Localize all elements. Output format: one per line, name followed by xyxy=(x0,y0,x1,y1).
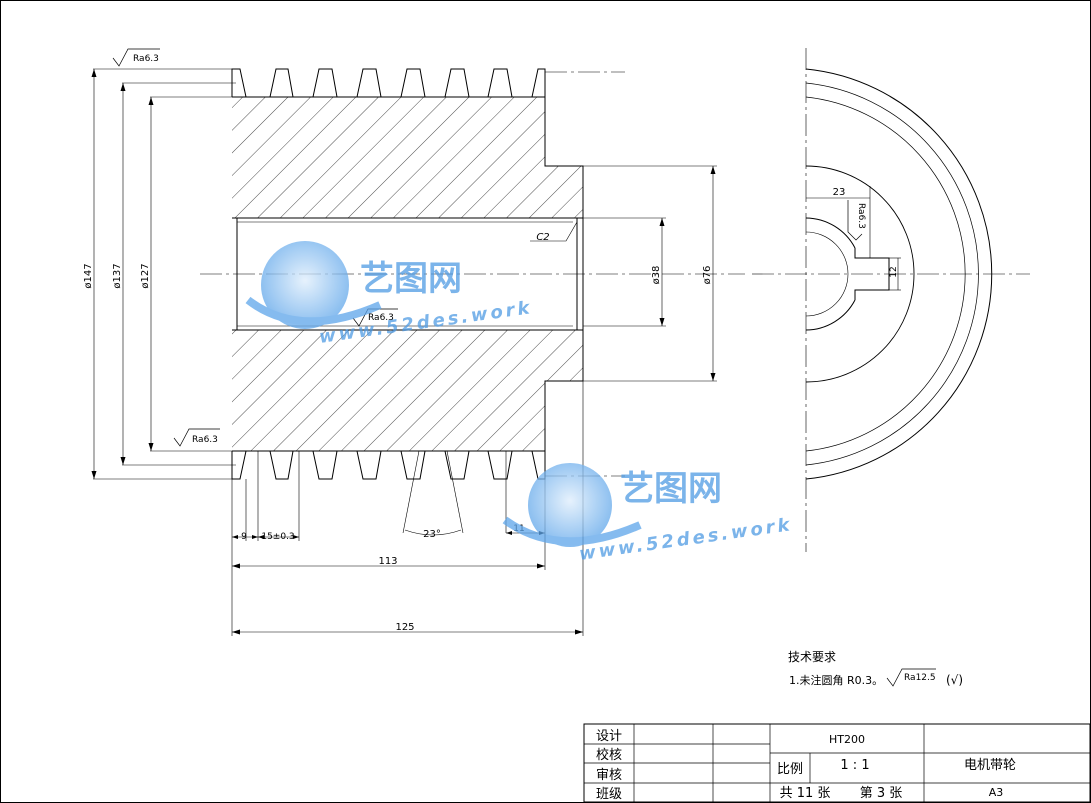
angle-lines xyxy=(402,450,420,534)
side-view xyxy=(752,48,1030,552)
hatch-upper xyxy=(232,97,583,218)
tb-scale-label: 比例 xyxy=(777,762,803,777)
hub-outline xyxy=(544,97,584,451)
watermark-url-2: www.52des.work xyxy=(578,514,794,565)
watermark-2: 艺图网 www.52des.work xyxy=(502,463,794,565)
roughness-top: Ra6.3 xyxy=(133,54,159,64)
groove-profile-bottom xyxy=(231,450,546,480)
notes-item-1: 1.未注圆角 R0.3。 xyxy=(789,673,883,687)
tb-class: 班级 xyxy=(596,787,622,802)
groove-profile-top xyxy=(231,68,546,98)
dim-9: 9 xyxy=(241,532,247,542)
angle-arc xyxy=(404,529,462,536)
dim-147: ø147 xyxy=(83,263,94,288)
dim-key-12: 12 xyxy=(889,266,899,277)
dim-38: ø38 xyxy=(651,266,662,285)
roughness-symbol-keyway xyxy=(847,200,863,241)
dim-76: ø76 xyxy=(702,266,713,285)
hatch-lower xyxy=(232,330,583,451)
tb-paper-size: A3 xyxy=(989,786,1004,799)
tb-part-name: 电机带轮 xyxy=(964,758,1016,773)
bore-outline xyxy=(232,217,583,331)
dim-15: 15±0.3 xyxy=(261,532,294,542)
watermark-text-2: 艺图网 xyxy=(620,469,722,509)
watermark-text-1: 艺图网 xyxy=(360,259,462,299)
roughness-symbol-bore xyxy=(352,308,398,327)
title-block xyxy=(583,723,1091,803)
dim-keyway-23: 23 xyxy=(833,187,846,198)
tb-design: 设计 xyxy=(596,729,622,744)
hub-arc-76 xyxy=(805,165,915,383)
chamfer-leader xyxy=(530,221,578,242)
dim-angle-23: 23° xyxy=(423,529,441,540)
tb-check: 校核 xyxy=(596,747,622,763)
arrowheads xyxy=(91,69,716,635)
tb-review: 审核 xyxy=(596,768,622,783)
roughness-general: Ra12.5 xyxy=(904,673,936,683)
dim-127: ø127 xyxy=(140,263,151,288)
roughness-keyway: Ra6.3 xyxy=(856,203,866,229)
roughness-symbols xyxy=(112,48,936,687)
tb-material: HT200 xyxy=(829,733,865,746)
bore-arc xyxy=(805,217,856,331)
roughness-symbol-top xyxy=(112,48,160,67)
dim-125: 125 xyxy=(395,622,414,633)
roughness-bore: Ra6.3 xyxy=(368,313,394,323)
tb-sheet-no: 第 3 张 xyxy=(860,786,903,801)
section-view xyxy=(93,68,745,636)
dim-137: ø137 xyxy=(112,263,123,288)
technical-notes: 技术要求 1.未注圆角 R0.3。 (√) xyxy=(788,650,963,687)
roughness-bottom: Ra6.3 xyxy=(192,435,218,445)
notes-paren: (√) xyxy=(946,673,963,687)
chamfer-label: C2 xyxy=(536,232,549,243)
roughness-symbol-bottom xyxy=(173,428,220,447)
dim-113: 113 xyxy=(378,556,397,567)
roughness-symbol-general xyxy=(886,668,936,687)
tb-total-sheets: 共 11 张 xyxy=(780,786,831,801)
title-block-text: 设计 校核 审核 班级 HT200 比例 1 : 1 电机带轮 共 11 张 第… xyxy=(596,729,1016,802)
tb-scale-value: 1 : 1 xyxy=(840,758,869,773)
notes-title: 技术要求 xyxy=(788,650,836,664)
